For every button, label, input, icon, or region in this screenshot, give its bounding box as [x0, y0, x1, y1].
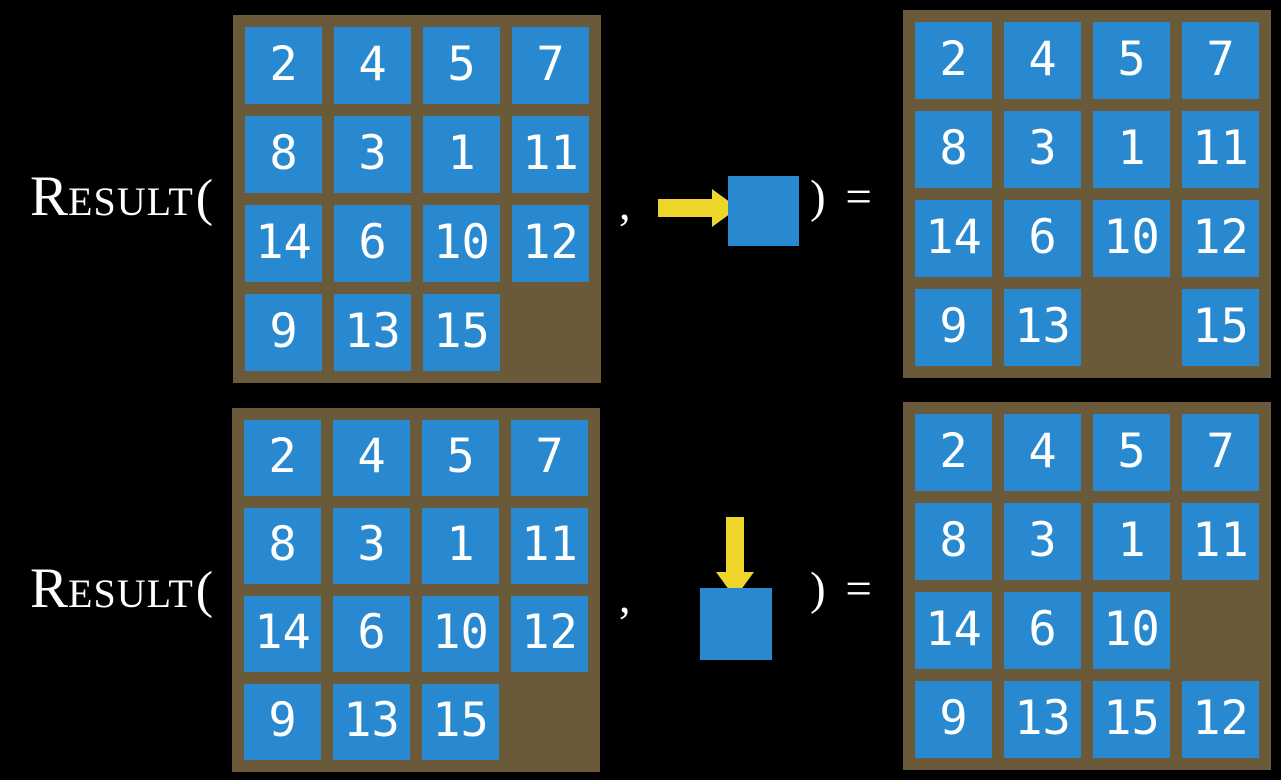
- puzzle-tile: 2: [915, 414, 992, 491]
- puzzle-tile: 12: [1182, 681, 1259, 758]
- result-function-label: RESULT(: [30, 168, 213, 225]
- puzzle-tile: 14: [244, 596, 321, 672]
- puzzle-tile: 5: [422, 420, 499, 496]
- blank-cell: [1093, 289, 1170, 366]
- puzzle-tile: 12: [511, 596, 588, 672]
- puzzle-tile: 2: [245, 27, 322, 104]
- puzzle-tile: 1: [1093, 503, 1170, 580]
- result-function-label: RESULT(: [30, 560, 213, 617]
- puzzle-tile: 15: [1182, 289, 1259, 366]
- puzzle-tile: 3: [1004, 503, 1081, 580]
- puzzle-tile: 2: [244, 420, 321, 496]
- close-paren-equals: ) =: [810, 171, 876, 223]
- comma-separator: ,: [619, 571, 631, 622]
- puzzle-tile: 11: [1182, 503, 1259, 580]
- blank-tile-square: [728, 176, 799, 246]
- puzzle-tile: 14: [245, 205, 322, 282]
- puzzle-tile: 10: [1093, 200, 1170, 277]
- arrow-shaft: [658, 199, 712, 217]
- puzzle-tile: 11: [511, 508, 588, 584]
- puzzle-tile: 8: [245, 116, 322, 193]
- puzzle-tile: 11: [1182, 111, 1259, 188]
- puzzle-tile: 14: [915, 200, 992, 277]
- puzzle-tile: 6: [334, 205, 411, 282]
- down-arrow-icon: [716, 517, 754, 598]
- puzzle-tile: 5: [1093, 414, 1170, 491]
- puzzle-tile: 9: [245, 294, 322, 371]
- puzzle-tile: 15: [422, 684, 499, 760]
- open-paren: (: [195, 170, 214, 227]
- puzzle-tile: 3: [333, 508, 410, 584]
- function-name-rest: ESULT: [68, 571, 194, 616]
- puzzle-tile: 12: [1182, 200, 1259, 277]
- puzzle-tile: 7: [1182, 22, 1259, 99]
- puzzle-tile: 8: [915, 503, 992, 580]
- blank-tile-square: [700, 588, 772, 660]
- puzzle-tile: 2: [915, 22, 992, 99]
- function-name-initial: R: [30, 557, 69, 620]
- puzzle-tile: 3: [1004, 111, 1081, 188]
- puzzle-tile: 7: [511, 420, 588, 496]
- function-name-initial: R: [30, 165, 69, 228]
- right-arrow-icon: [658, 189, 738, 227]
- puzzle-tile: 6: [1004, 592, 1081, 669]
- puzzle-tile: 13: [334, 294, 411, 371]
- open-paren: (: [195, 562, 214, 619]
- puzzle-tile: 5: [423, 27, 500, 104]
- puzzle-tile: 4: [333, 420, 410, 496]
- blank-cell: [1182, 592, 1259, 669]
- puzzle-tile: 8: [915, 111, 992, 188]
- puzzle-tile: 6: [333, 596, 410, 672]
- puzzle-tile: 7: [1182, 414, 1259, 491]
- puzzle-tile: 4: [1004, 414, 1081, 491]
- puzzle-tile: 13: [1004, 681, 1081, 758]
- puzzle-tile: 1: [1093, 111, 1170, 188]
- puzzle-tile: 10: [1093, 592, 1170, 669]
- function-name-rest: ESULT: [68, 179, 194, 224]
- puzzle-tile: 8: [244, 508, 321, 584]
- puzzle-tile: 9: [915, 681, 992, 758]
- blank-cell: [512, 294, 589, 371]
- puzzle-tile: 1: [423, 116, 500, 193]
- puzzle-tile: 6: [1004, 200, 1081, 277]
- puzzle-tile: 13: [333, 684, 410, 760]
- puzzle-tile: 4: [1004, 22, 1081, 99]
- puzzle-tile: 3: [334, 116, 411, 193]
- puzzle-tile: 1: [422, 508, 499, 584]
- puzzle-tile: 14: [915, 592, 992, 669]
- puzzle-tile: 4: [334, 27, 411, 104]
- puzzle-tile: 10: [423, 205, 500, 282]
- close-paren-equals: ) =: [810, 563, 876, 615]
- puzzle-tile: 9: [244, 684, 321, 760]
- blank-cell: [511, 684, 588, 760]
- puzzle-tile: 9: [915, 289, 992, 366]
- puzzle-tile: 11: [512, 116, 589, 193]
- puzzle-tile: 15: [423, 294, 500, 371]
- puzzle-tile: 5: [1093, 22, 1170, 99]
- arrow-shaft: [726, 517, 744, 572]
- puzzle-tile: 7: [512, 27, 589, 104]
- puzzle-tile: 12: [512, 205, 589, 282]
- puzzle-tile: 15: [1093, 681, 1170, 758]
- puzzle-tile: 13: [1004, 289, 1081, 366]
- comma-separator: ,: [619, 178, 631, 229]
- puzzle-tile: 10: [422, 596, 499, 672]
